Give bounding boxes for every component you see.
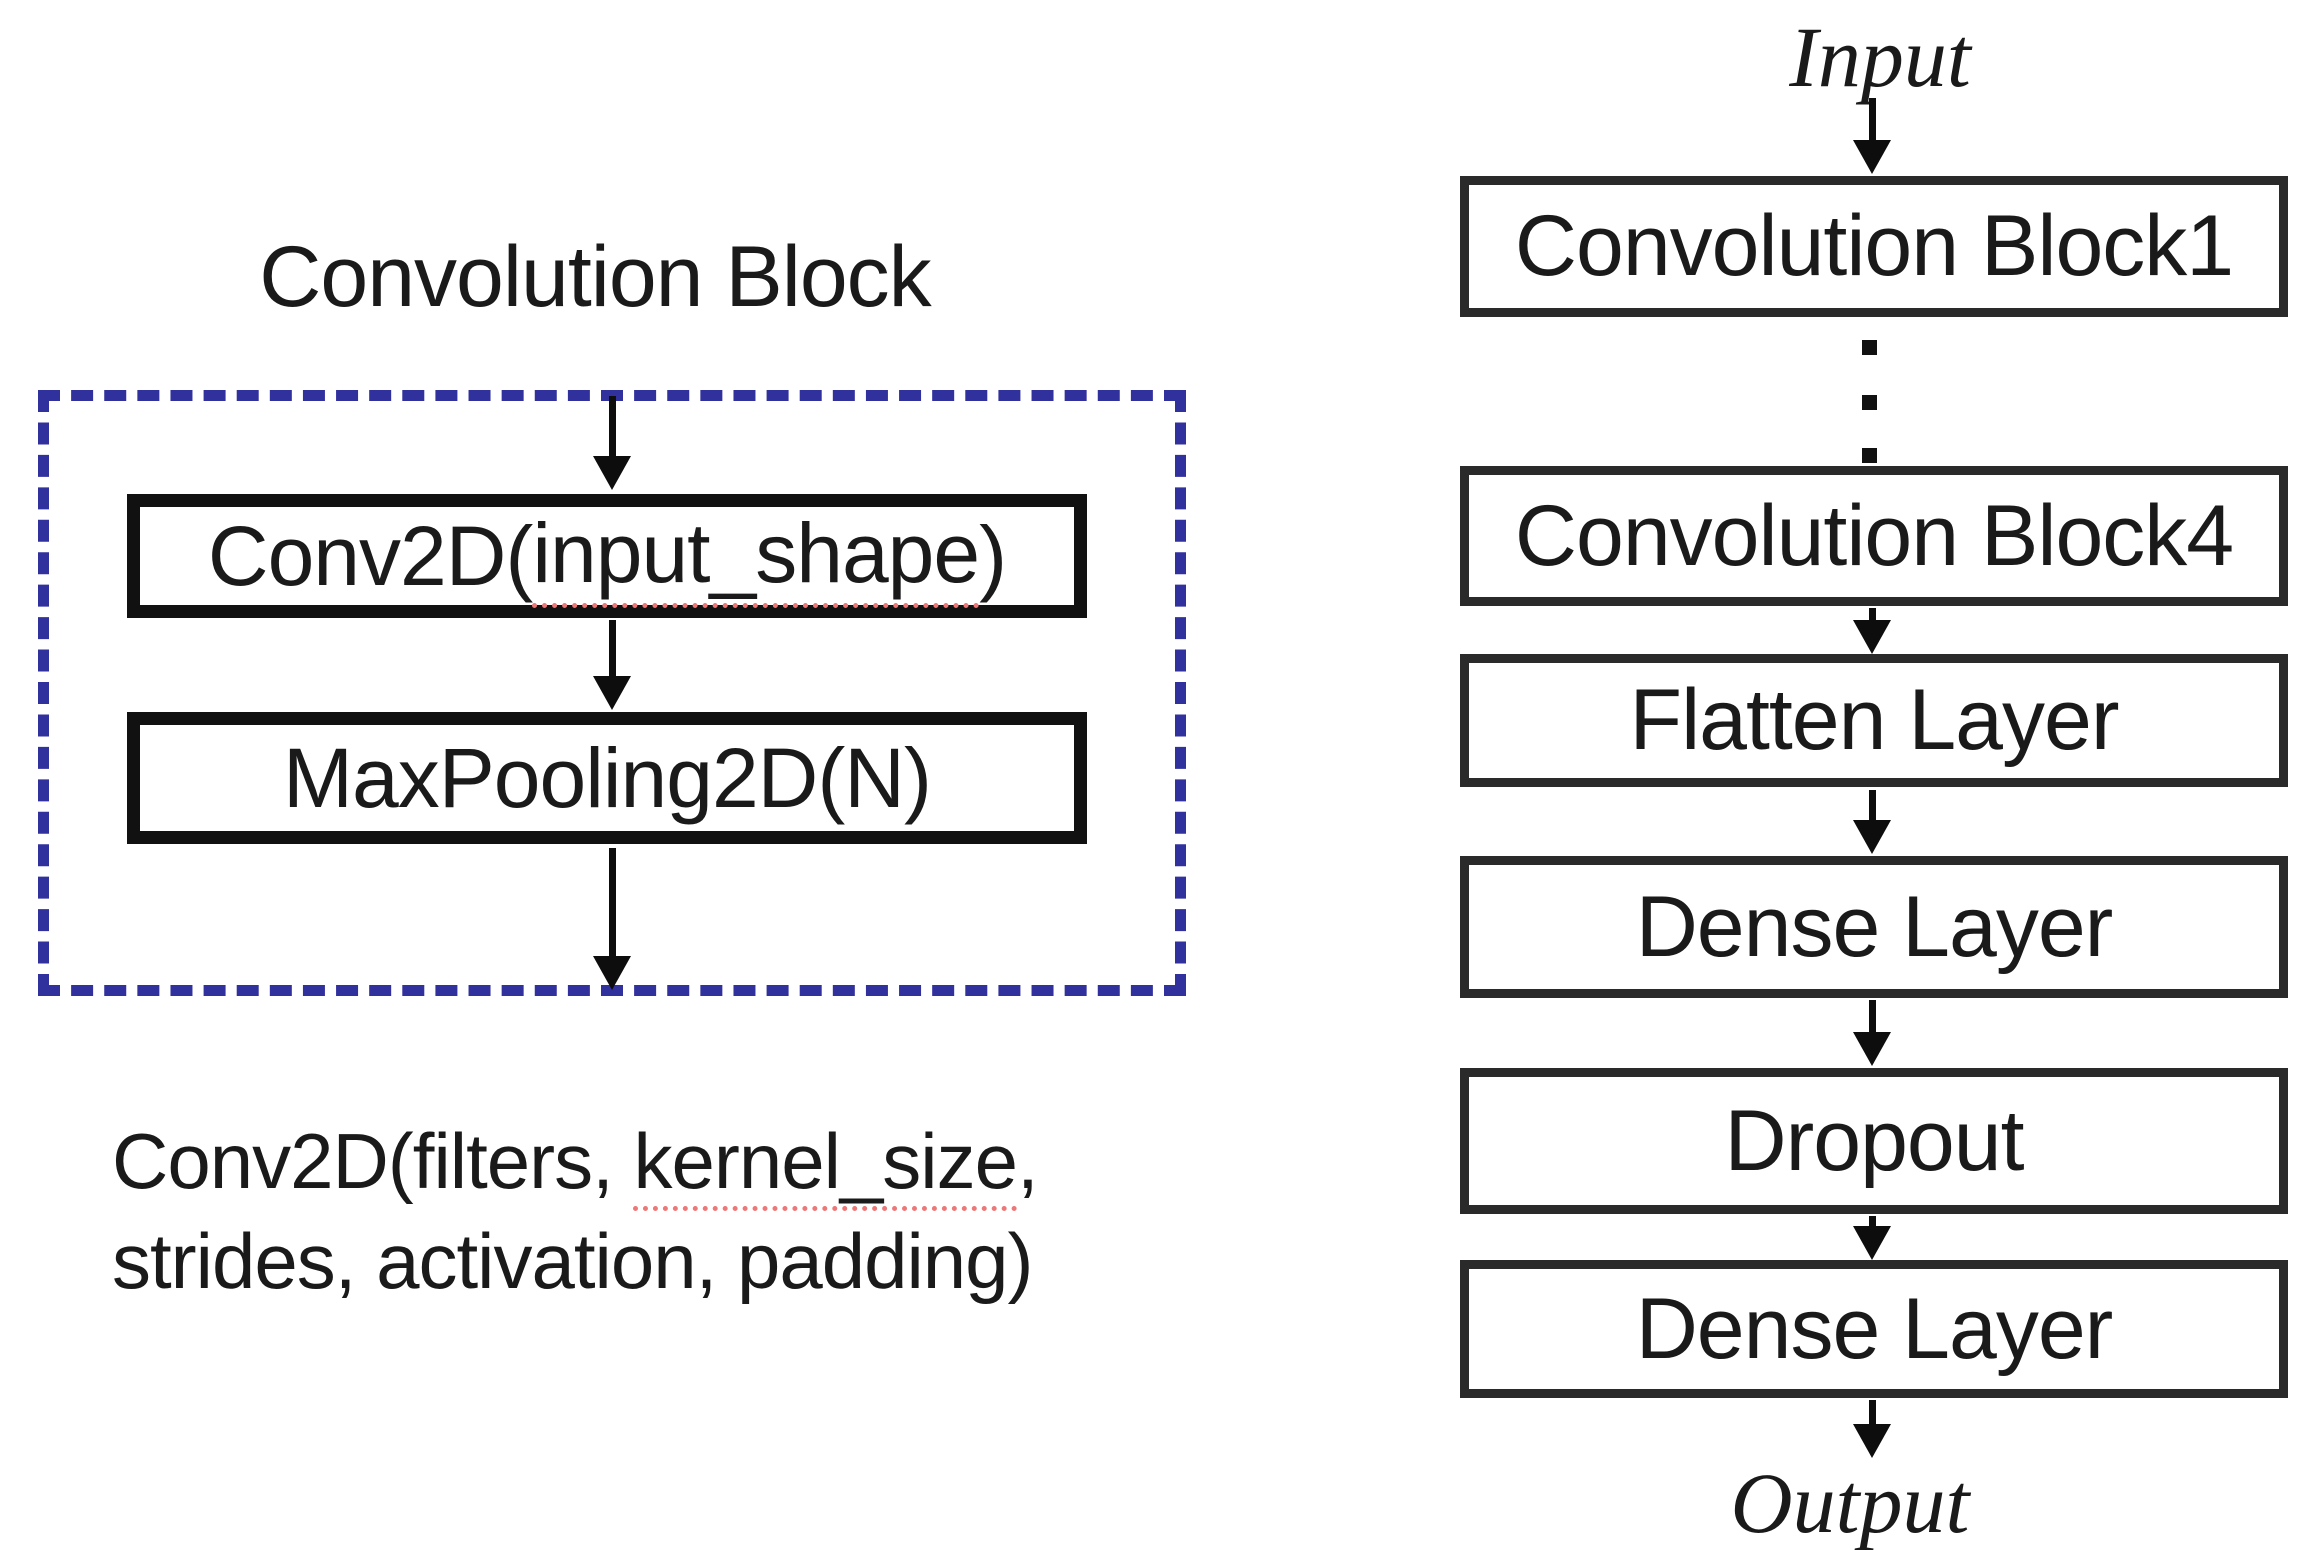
convolution-block1-node: Convolution Block1	[1460, 176, 2288, 317]
dense-layer2-node: Dense Layer	[1460, 1260, 2288, 1398]
convolution-block-title: Convolution Block	[259, 229, 931, 325]
arrow-head	[593, 956, 631, 990]
ellipsis-dot-icon	[1862, 395, 1877, 410]
ellipsis-dot-icon	[1862, 448, 1877, 463]
convolution-block1-label: Convolution Block1	[1514, 198, 2234, 294]
down-arrow-icon	[1850, 1400, 1894, 1458]
arrow-shaft	[608, 396, 616, 456]
arrow-head	[1853, 820, 1891, 854]
dense-layer2-label: Dense Layer	[1635, 1280, 2114, 1377]
arrow-head	[1853, 1032, 1891, 1066]
conv2d-label-suffix: )	[979, 508, 1007, 603]
convolution-block4-node: Convolution Block4	[1460, 466, 2288, 606]
dropout-node: Dropout	[1460, 1068, 2288, 1214]
arrow-shaft	[608, 848, 616, 956]
dense-layer-label: Dense Layer	[1635, 878, 2114, 975]
caption-line1-suffix: ,	[1017, 1117, 1039, 1205]
dense-layer-node: Dense Layer	[1460, 856, 2288, 998]
down-arrow-icon	[1850, 608, 1894, 654]
conv2d-input-shape-arg: input_shape	[532, 505, 980, 608]
input-label: Input	[1789, 9, 1971, 105]
arrow-shaft	[1868, 98, 1876, 140]
down-arrow-icon	[1850, 790, 1894, 854]
down-arrow-icon	[1850, 1216, 1894, 1260]
arrow-head	[1853, 1424, 1891, 1458]
convolution-block-dashed-outline	[38, 390, 1186, 996]
caption-kernel-size-arg: kernel_size	[633, 1117, 1018, 1211]
arrow-head	[1853, 140, 1891, 174]
maxpooling2d-node: MaxPooling2D(N)	[127, 712, 1087, 844]
conv2d-label-prefix: Conv2D(	[207, 508, 533, 603]
arrow-shaft	[1868, 1216, 1876, 1226]
arrow-shaft	[1868, 1400, 1876, 1424]
arrow-head	[593, 456, 631, 490]
arrow-shaft	[1868, 790, 1876, 820]
down-arrow-icon	[1850, 1000, 1894, 1066]
arrow-head	[593, 676, 631, 710]
flatten-layer-node: Flatten Layer	[1460, 654, 2288, 787]
arrow-head	[1853, 1226, 1891, 1260]
dropout-label: Dropout	[1724, 1092, 2025, 1189]
caption-line-1: Conv2D(filters, kernel_size,	[112, 1112, 1039, 1212]
ellipsis-dot-icon	[1862, 340, 1877, 355]
maxpooling2d-label: MaxPooling2D(N)	[283, 730, 932, 825]
down-arrow-icon	[590, 848, 634, 990]
down-arrow-icon	[1850, 98, 1894, 174]
arrow-head	[1853, 620, 1891, 654]
caption-line1-prefix: Conv2D(filters,	[112, 1117, 634, 1205]
down-arrow-icon	[590, 396, 634, 490]
caption-line-2: strides, activation, padding)	[112, 1216, 1034, 1305]
arrow-shaft	[1868, 608, 1876, 620]
conv2d-node: Conv2D(input_shape)	[127, 494, 1087, 618]
conv2d-signature-caption: Conv2D(filters, kernel_size, strides, ac…	[112, 1112, 1039, 1312]
down-arrow-icon	[590, 620, 634, 710]
output-label: Output	[1730, 1455, 1970, 1550]
arrow-shaft	[1868, 1000, 1876, 1032]
arrow-shaft	[608, 620, 616, 676]
convolution-block4-label: Convolution Block4	[1514, 487, 2234, 584]
flatten-layer-label: Flatten Layer	[1629, 672, 2120, 768]
